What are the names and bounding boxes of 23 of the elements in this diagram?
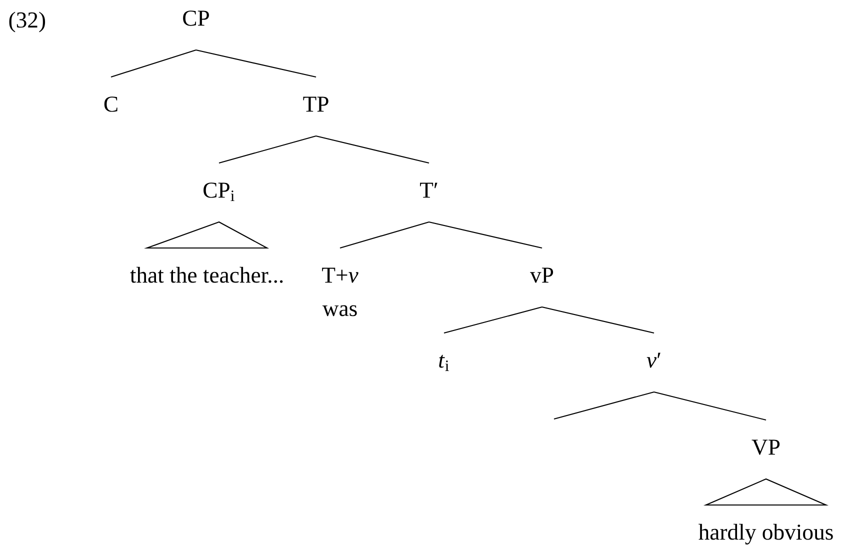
tree-label: v′ bbox=[646, 352, 660, 368]
tree-label: vP bbox=[530, 268, 554, 283]
tree-label: t$_{i}$ bbox=[439, 354, 449, 372]
branch-line bbox=[654, 391, 766, 420]
branch-line bbox=[554, 391, 654, 420]
branch-line bbox=[316, 135, 430, 164]
branch-line bbox=[218, 135, 316, 164]
branch-line bbox=[110, 50, 196, 78]
tree-label: C bbox=[104, 96, 118, 112]
tree-label: CP bbox=[183, 10, 209, 26]
tree-label: T′ bbox=[420, 182, 438, 198]
tree-label: that the teacher... bbox=[130, 266, 283, 283]
branch-line bbox=[428, 221, 542, 249]
tree-label: CP$_{i}$ bbox=[204, 182, 234, 202]
example-number: (32) bbox=[9, 12, 46, 32]
branch-line bbox=[340, 221, 430, 248]
tree-label: TP bbox=[303, 96, 328, 112]
tree-label: hardly obvious bbox=[698, 524, 833, 544]
branch-line bbox=[444, 306, 542, 334]
branch-line bbox=[196, 49, 316, 78]
branch-line bbox=[542, 306, 654, 334]
tree-label: T+v was bbox=[322, 268, 358, 316]
tree-label: VP bbox=[752, 440, 780, 455]
